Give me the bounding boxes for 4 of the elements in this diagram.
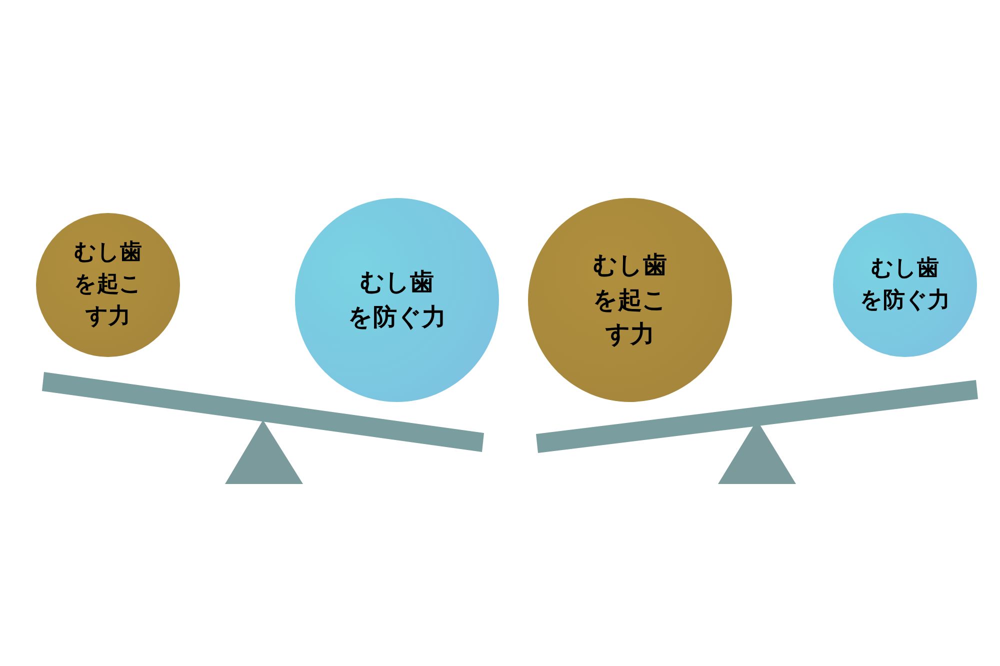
node-label: むし歯を防ぐ力	[860, 255, 950, 315]
node-label: むし歯を起こす力	[592, 250, 668, 350]
node-label: むし歯を防ぐ力	[348, 267, 446, 333]
node-label: むし歯を起こす力	[73, 239, 143, 331]
